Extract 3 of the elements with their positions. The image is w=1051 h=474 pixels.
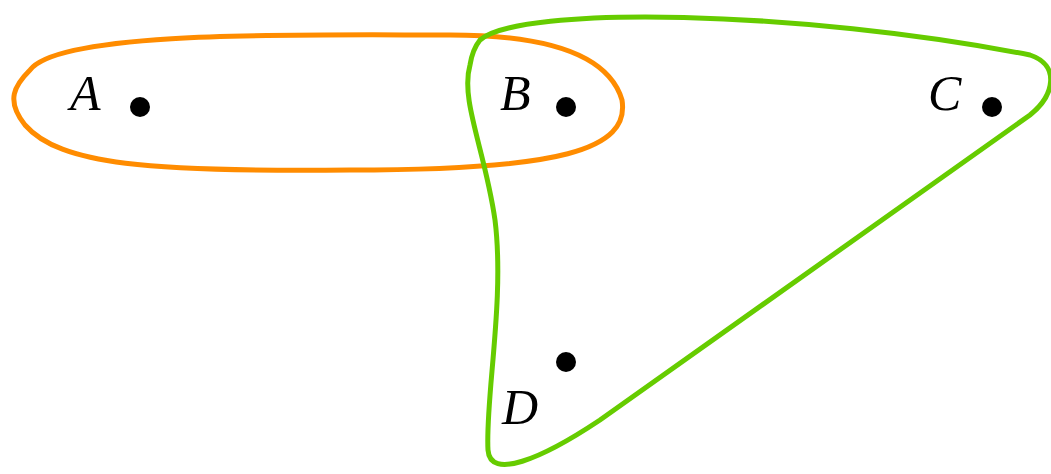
vertex-label: C	[928, 68, 962, 118]
vertex-label: D	[502, 382, 539, 432]
vertex-label: B	[500, 68, 531, 118]
